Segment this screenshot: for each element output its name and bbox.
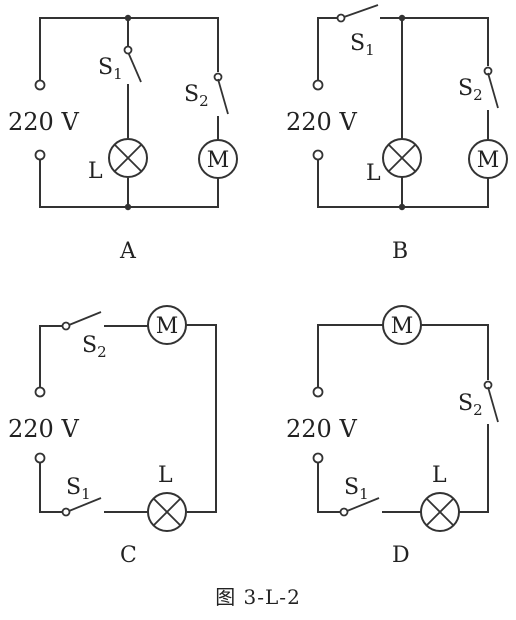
- wire-d-right-bottom: [459, 424, 489, 513]
- junction-dot: [398, 203, 406, 211]
- lamp-icon: [382, 138, 422, 178]
- lamp-label: L: [366, 161, 381, 186]
- supply-terminal: [34, 149, 46, 161]
- switch-label-s1: S1: [344, 475, 369, 503]
- motor-icon: M: [468, 139, 508, 179]
- junction-dot: [124, 14, 132, 22]
- motor-label: M: [207, 148, 230, 173]
- voltage-label: 220 V: [8, 108, 79, 136]
- lamp-icon: [420, 492, 460, 532]
- switch-d-s1: [346, 497, 380, 512]
- lamp-icon: [108, 138, 148, 178]
- wire-b-top: [380, 17, 489, 66]
- option-label: A: [119, 239, 137, 264]
- terminal: [123, 45, 133, 55]
- wire-d-left-top: [317, 324, 383, 388]
- lamp-icon: [147, 492, 187, 532]
- motor-label: M: [391, 314, 414, 339]
- motor-label: M: [156, 314, 179, 339]
- motor-icon: M: [198, 139, 238, 179]
- option-label: B: [392, 239, 408, 264]
- switch-c-s2: [68, 311, 102, 326]
- supply-terminal: [312, 79, 324, 91]
- circuit-c: M 220 V S2 S1 L C: [8, 305, 217, 568]
- supply-terminal: [312, 452, 324, 464]
- switch-c-s1: [68, 497, 102, 512]
- terminal: [61, 507, 71, 517]
- junction-dot: [398, 14, 406, 22]
- switch-d-s2: [487, 386, 499, 423]
- switch-label-s2: S2: [82, 333, 107, 361]
- figure-caption: 图 3-L-2: [215, 585, 301, 609]
- wire-d-right-top: [421, 324, 489, 380]
- circuit-b: M 220 V S1 S2 L B: [286, 4, 508, 264]
- supply-terminal: [312, 386, 324, 398]
- terminal: [339, 507, 349, 517]
- wire-b-left-top: [317, 17, 338, 80]
- supply-terminal: [34, 452, 46, 464]
- supply-terminal: [312, 149, 324, 161]
- motor-icon: M: [147, 305, 187, 345]
- supply-terminal: [34, 386, 46, 398]
- wire-c-left-top: [39, 325, 62, 388]
- switch-b-s1: [343, 4, 379, 18]
- voltage-label: 220 V: [8, 415, 79, 443]
- junction-dot: [124, 203, 132, 211]
- terminal: [61, 321, 71, 331]
- wire-c-right: [186, 324, 217, 513]
- lamp-label: L: [158, 463, 173, 488]
- supply-terminal: [34, 79, 46, 91]
- wire-d-left-bottom: [317, 460, 340, 513]
- circuit-d: M 220 V S2 S1 L D: [286, 305, 499, 568]
- switch-label-s2: S2: [458, 391, 483, 419]
- switch-label-s1: S1: [66, 475, 91, 503]
- switch-a-s1: [127, 51, 142, 83]
- lamp-label: L: [88, 159, 103, 184]
- voltage-label: 220 V: [286, 108, 357, 136]
- switch-label-s1: S1: [98, 55, 123, 83]
- circuit-a: M 220 V S1 S2 L A: [8, 14, 238, 264]
- switch-label-s2: S2: [458, 76, 483, 104]
- terminal: [336, 13, 346, 23]
- wire-c-left-bottom: [39, 460, 62, 513]
- option-label: D: [392, 543, 410, 568]
- motor-label: M: [477, 148, 500, 173]
- lamp-label: L: [432, 463, 447, 488]
- switch-a-s2: [217, 78, 229, 115]
- switch-b-s2: [487, 72, 499, 109]
- motor-icon: M: [382, 305, 422, 345]
- voltage-label: 220 V: [286, 415, 357, 443]
- switch-label-s1: S1: [350, 31, 375, 59]
- option-label: C: [120, 543, 137, 568]
- switch-label-s2: S2: [184, 82, 209, 110]
